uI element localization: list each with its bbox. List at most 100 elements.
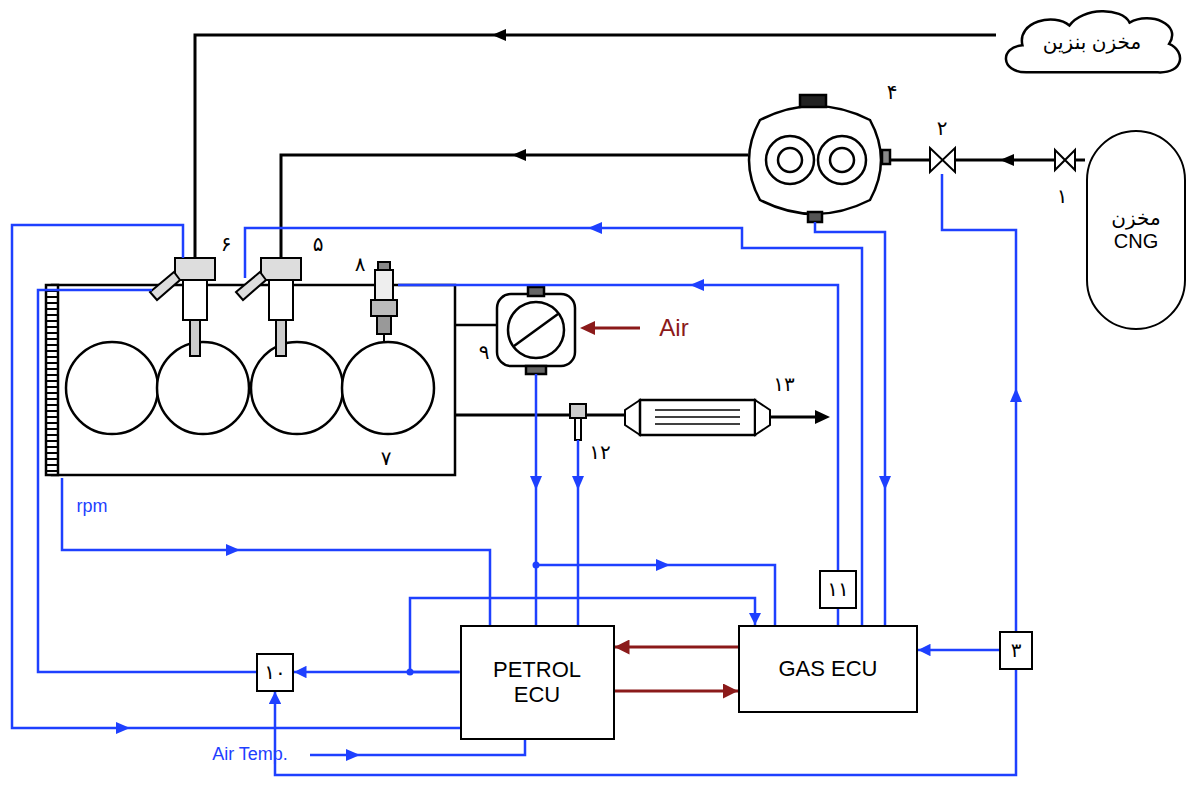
gas-line: [512, 149, 526, 161]
exhaust: [655, 409, 740, 411]
exhaust: [625, 400, 640, 435]
signal-arrow: [879, 476, 891, 490]
signal-name: rpm: [77, 497, 108, 515]
air-arrow: [580, 321, 640, 335]
regulator: [766, 136, 814, 184]
petrol-line: [492, 29, 506, 41]
signal-arrow: [226, 544, 240, 556]
engine-block: [46, 285, 455, 475]
gas-line: [885, 159, 930, 162]
spark-plug: [377, 316, 391, 334]
signal-wire: [62, 478, 490, 625]
regulator: [800, 95, 826, 107]
component-box: ۳: [999, 631, 1033, 670]
valve-symbol: [930, 148, 1075, 172]
signal-arrow: [690, 279, 704, 291]
exhaust: [575, 418, 581, 440]
signal-wire: [536, 565, 775, 625]
regulator: [749, 95, 890, 222]
throttle-body: [497, 294, 575, 366]
signal-arrow: [116, 722, 130, 734]
signal-connector: [615, 646, 739, 649]
regulator: [778, 148, 802, 172]
exhaust: [455, 414, 625, 417]
node-text: GAS ECU: [778, 656, 877, 681]
signal-connector: [615, 690, 739, 693]
throttle-body: [455, 324, 497, 327]
throttle-body: [528, 287, 544, 296]
gas-line: [281, 155, 748, 258]
signal-wire: [38, 290, 258, 672]
signal-arrow: [116, 222, 1022, 761]
callout-number: ۱: [1057, 186, 1068, 206]
regulator: [808, 212, 822, 222]
injector: [261, 258, 301, 280]
engine-block: [46, 285, 58, 475]
regulator: [818, 136, 866, 184]
gas-line: [1000, 154, 1014, 166]
air-arrow: [592, 327, 640, 330]
exhaust: [755, 400, 770, 435]
gas-line: [1075, 159, 1085, 162]
engine-block: [342, 342, 434, 434]
node-text: ۳: [1011, 639, 1022, 662]
exhaust: [455, 400, 830, 440]
spark-plug: [371, 300, 397, 316]
injector: [269, 280, 293, 320]
ecu-box: PETROL ECU: [460, 625, 615, 740]
signal-arrow: [572, 476, 584, 490]
valve-symbol: [930, 148, 955, 172]
injector: [276, 320, 286, 356]
signal-wire: [535, 374, 538, 625]
regulator: [830, 148, 854, 172]
injector: [175, 258, 215, 280]
signal-arrow: [588, 222, 602, 234]
throttle-body: [508, 302, 564, 358]
throttle-body: [514, 314, 558, 346]
petrol-tank: مخزن بنزین: [998, 7, 1186, 78]
signal-connector: [918, 649, 999, 652]
petrol-line: [195, 35, 996, 258]
signal-wire: [12, 225, 460, 728]
callout-number: ۴: [887, 82, 898, 102]
spark-plug: [371, 262, 397, 342]
signal-wire: [815, 222, 885, 625]
regulator: [882, 150, 890, 164]
signal-arrow: [346, 749, 360, 761]
signal-wire: [12, 174, 1016, 755]
component-box: ۱۰: [256, 653, 294, 692]
signal-name: Air Temp.: [212, 745, 288, 763]
injector: [190, 320, 200, 356]
gas-line: [281, 149, 1085, 258]
engine-block: [251, 342, 343, 434]
callout-number: ۷: [381, 448, 392, 468]
exhaust: [655, 423, 740, 425]
signal-arrow: [530, 476, 542, 490]
node-text: ۱۱: [827, 578, 848, 601]
regulator: [749, 106, 881, 214]
petrol-line: [195, 29, 996, 258]
signal-wire: [398, 285, 838, 570]
injector: [183, 280, 207, 320]
node-text: PETROL ECU: [487, 657, 587, 708]
node-text: مخزن CNG: [1104, 207, 1168, 253]
callout-number: ۸: [355, 254, 366, 274]
node-text: ۱۰: [264, 661, 285, 684]
callout-number: ۲: [937, 118, 948, 138]
engine-block: [66, 342, 158, 434]
throttle-body: [455, 287, 575, 374]
air-arrow: [580, 321, 595, 335]
signal-arrow: [533, 562, 540, 569]
signal-arrow: [656, 559, 670, 571]
signal-wire: [310, 740, 525, 755]
signal-connector: [837, 609, 840, 626]
spark-plug: [378, 262, 390, 270]
signal-arrow: [1010, 388, 1022, 402]
injector: [236, 272, 266, 300]
cloud-outline: [1006, 11, 1180, 72]
callout-number: ۵: [313, 234, 324, 254]
exhaust: [640, 400, 755, 435]
callout-number: ۱۳: [773, 374, 794, 394]
signal-name: Air: [659, 316, 688, 340]
spark-plug: [375, 270, 393, 300]
